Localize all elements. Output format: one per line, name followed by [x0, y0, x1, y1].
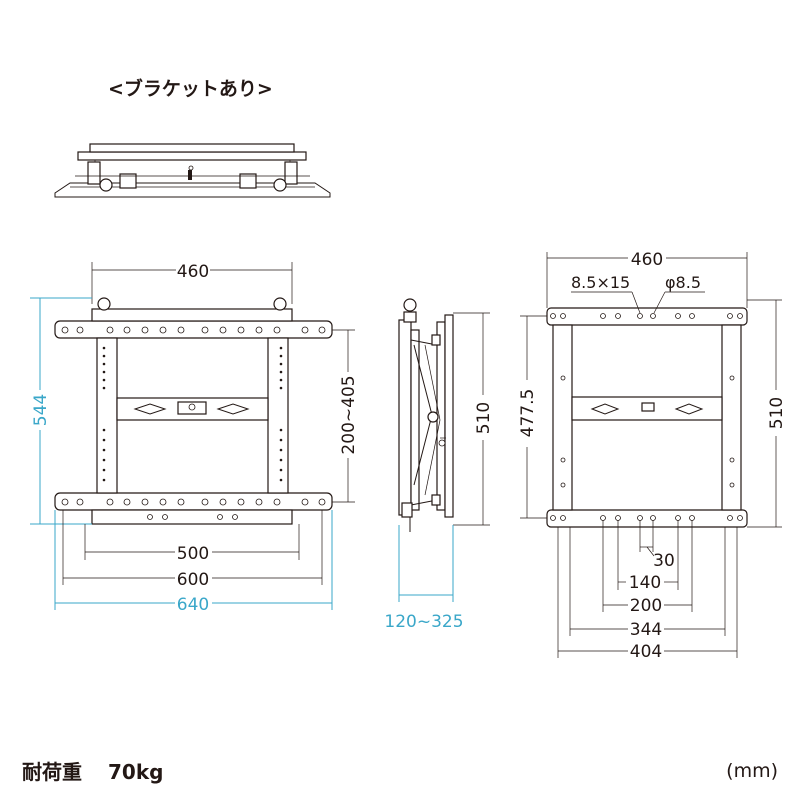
unit-label: (mm) — [726, 760, 778, 782]
back-view: 460 8.5×15 φ8.5 477.5 510 30 140 — [518, 250, 787, 662]
side-dim-depth: 120~325 — [384, 612, 463, 632]
back-dim-200: 200 — [630, 596, 662, 616]
back-hole-label: φ8.5 — [665, 273, 701, 292]
front-dim-600: 600 — [177, 570, 209, 590]
side-view: 510 120~325 — [384, 298, 494, 632]
back-slot-label: 8.5×15 — [571, 273, 630, 292]
top-bracket-view — [54, 143, 331, 198]
front-dim-vesa-vertical: 200~405 — [339, 375, 359, 454]
side-dim-510: 510 — [474, 402, 494, 434]
back-dim-460: 460 — [631, 250, 663, 270]
back-dim-140: 140 — [629, 573, 661, 593]
front-dim-460: 460 — [177, 262, 209, 282]
back-dim-404: 404 — [630, 642, 662, 662]
back-dim-477: 477.5 — [518, 389, 538, 438]
front-dim-544: 544 — [31, 394, 51, 426]
front-view: 460 544 200~405 500 600 640 — [30, 262, 359, 615]
front-rail-holes — [102, 346, 283, 482]
back-dim-30: 30 — [653, 551, 675, 571]
front-dim-500: 500 — [177, 544, 209, 564]
front-dim-640: 640 — [177, 595, 209, 615]
load-capacity-value: 70kg — [108, 760, 163, 784]
back-dim-510: 510 — [767, 397, 787, 429]
back-dim-344: 344 — [630, 620, 662, 640]
load-capacity-label: 耐荷重 — [22, 760, 82, 784]
bracket-view-title: <ブラケットあり> — [108, 77, 273, 100]
